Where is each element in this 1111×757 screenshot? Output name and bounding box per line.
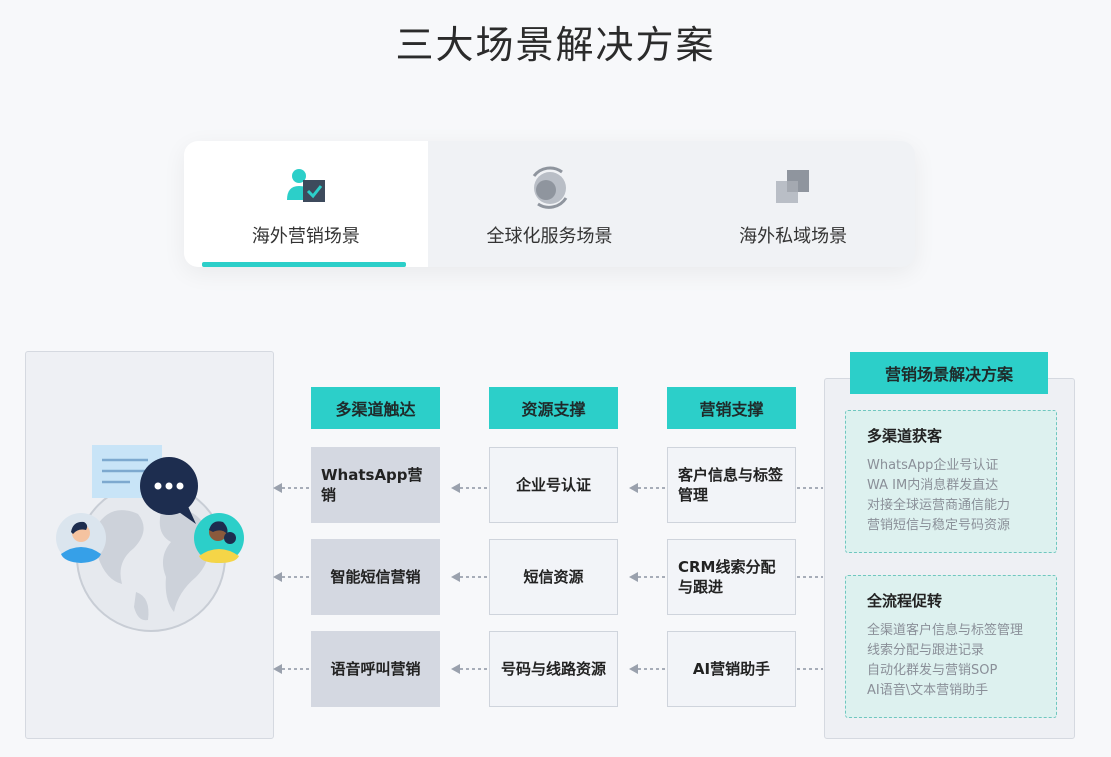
resource-numbers-lines[interactable]: 号码与线路资源: [489, 631, 618, 707]
column-header-marketing-support: 营销支撑: [667, 387, 796, 429]
support-crm-leads[interactable]: CRM线索分配与跟进: [667, 539, 796, 615]
channel-sms[interactable]: 智能短信营销: [311, 539, 440, 615]
solution-item: WA IM内消息群发直达: [867, 478, 999, 493]
dashed-connector: [638, 576, 666, 578]
support-ai-assistant[interactable]: AI营销助手: [667, 631, 796, 707]
solution-card-conversion: 全流程促转 全渠道客户信息与标签管理 线索分配与跟进记录 自动化群发与营销SOP…: [845, 575, 1057, 718]
solution-item: 全渠道客户信息与标签管理: [867, 623, 1024, 638]
user-check-icon: [286, 169, 325, 202]
arrow-left: [629, 664, 638, 674]
dashed-connector: [797, 668, 823, 670]
column-header-resources: 资源支撑: [489, 387, 618, 429]
dashed-connector: [282, 487, 310, 489]
arrow-left: [451, 664, 460, 674]
column-header-multichannel: 多渠道触达: [311, 387, 440, 429]
resource-enterprise-auth[interactable]: 企业号认证: [489, 447, 618, 523]
arrow-left: [451, 572, 460, 582]
dashed-connector: [797, 576, 823, 578]
arrow-left: [273, 483, 282, 493]
solution-header: 营销场景解决方案: [850, 352, 1048, 394]
solution-item: AI语音\文本营销助手: [867, 683, 989, 698]
tab-overseas-private-domain[interactable]: 海外私域场景: [671, 141, 915, 267]
stacked-squares-icon: [776, 170, 810, 203]
arrow-left: [451, 483, 460, 493]
tab-label: 海外私域场景: [739, 226, 848, 247]
dashed-connector: [282, 576, 310, 578]
dashed-connector: [460, 668, 488, 670]
solution-item: 自动化群发与营销SOP: [867, 663, 998, 678]
channel-whatsapp[interactable]: WhatsApp营销: [311, 447, 440, 523]
arrow-left: [273, 572, 282, 582]
solution-card-title: 多渠道获客: [867, 427, 943, 445]
resource-sms[interactable]: 短信资源: [489, 539, 618, 615]
tab-global-service[interactable]: 全球化服务场景: [428, 141, 672, 267]
dashed-connector: [460, 576, 488, 578]
dashed-connector: [638, 668, 666, 670]
solution-card-title: 全流程促转: [867, 592, 943, 610]
arrow-left: [629, 572, 638, 582]
arrow-left: [273, 664, 282, 674]
solution-item: 对接全球运营商通信能力: [867, 498, 1011, 513]
channel-voice[interactable]: 语音呼叫营销: [311, 631, 440, 707]
dashed-connector: [282, 668, 310, 670]
page-title: 三大场景解决方案: [395, 23, 716, 67]
solution-item: 线索分配与跟进记录: [867, 643, 985, 658]
scenario-tabs: 海外营销场景 全球化服务场景 海外私域场景: [184, 141, 915, 267]
global-communication-illustration: [56, 445, 244, 632]
tab-overseas-marketing[interactable]: 海外营销场景: [184, 141, 428, 267]
support-customer-tags[interactable]: 客户信息与标签管理: [667, 447, 796, 523]
dashed-connector: [797, 487, 823, 489]
active-tab-indicator: [202, 262, 406, 267]
globe-icon: [532, 166, 567, 209]
solution-card-acquisition: 多渠道获客 WhatsApp企业号认证 WA IM内消息群发直达 对接全球运营商…: [845, 410, 1057, 553]
tab-label: 海外营销场景: [251, 226, 360, 247]
solution-item: 营销短信与稳定号码资源: [867, 518, 1011, 533]
arrow-left: [629, 483, 638, 493]
solution-item: WhatsApp企业号认证: [867, 458, 999, 473]
tab-label: 全球化服务场景: [486, 226, 613, 247]
illustration-panel: [25, 351, 274, 739]
dashed-connector: [460, 487, 488, 489]
dashed-connector: [638, 487, 666, 489]
